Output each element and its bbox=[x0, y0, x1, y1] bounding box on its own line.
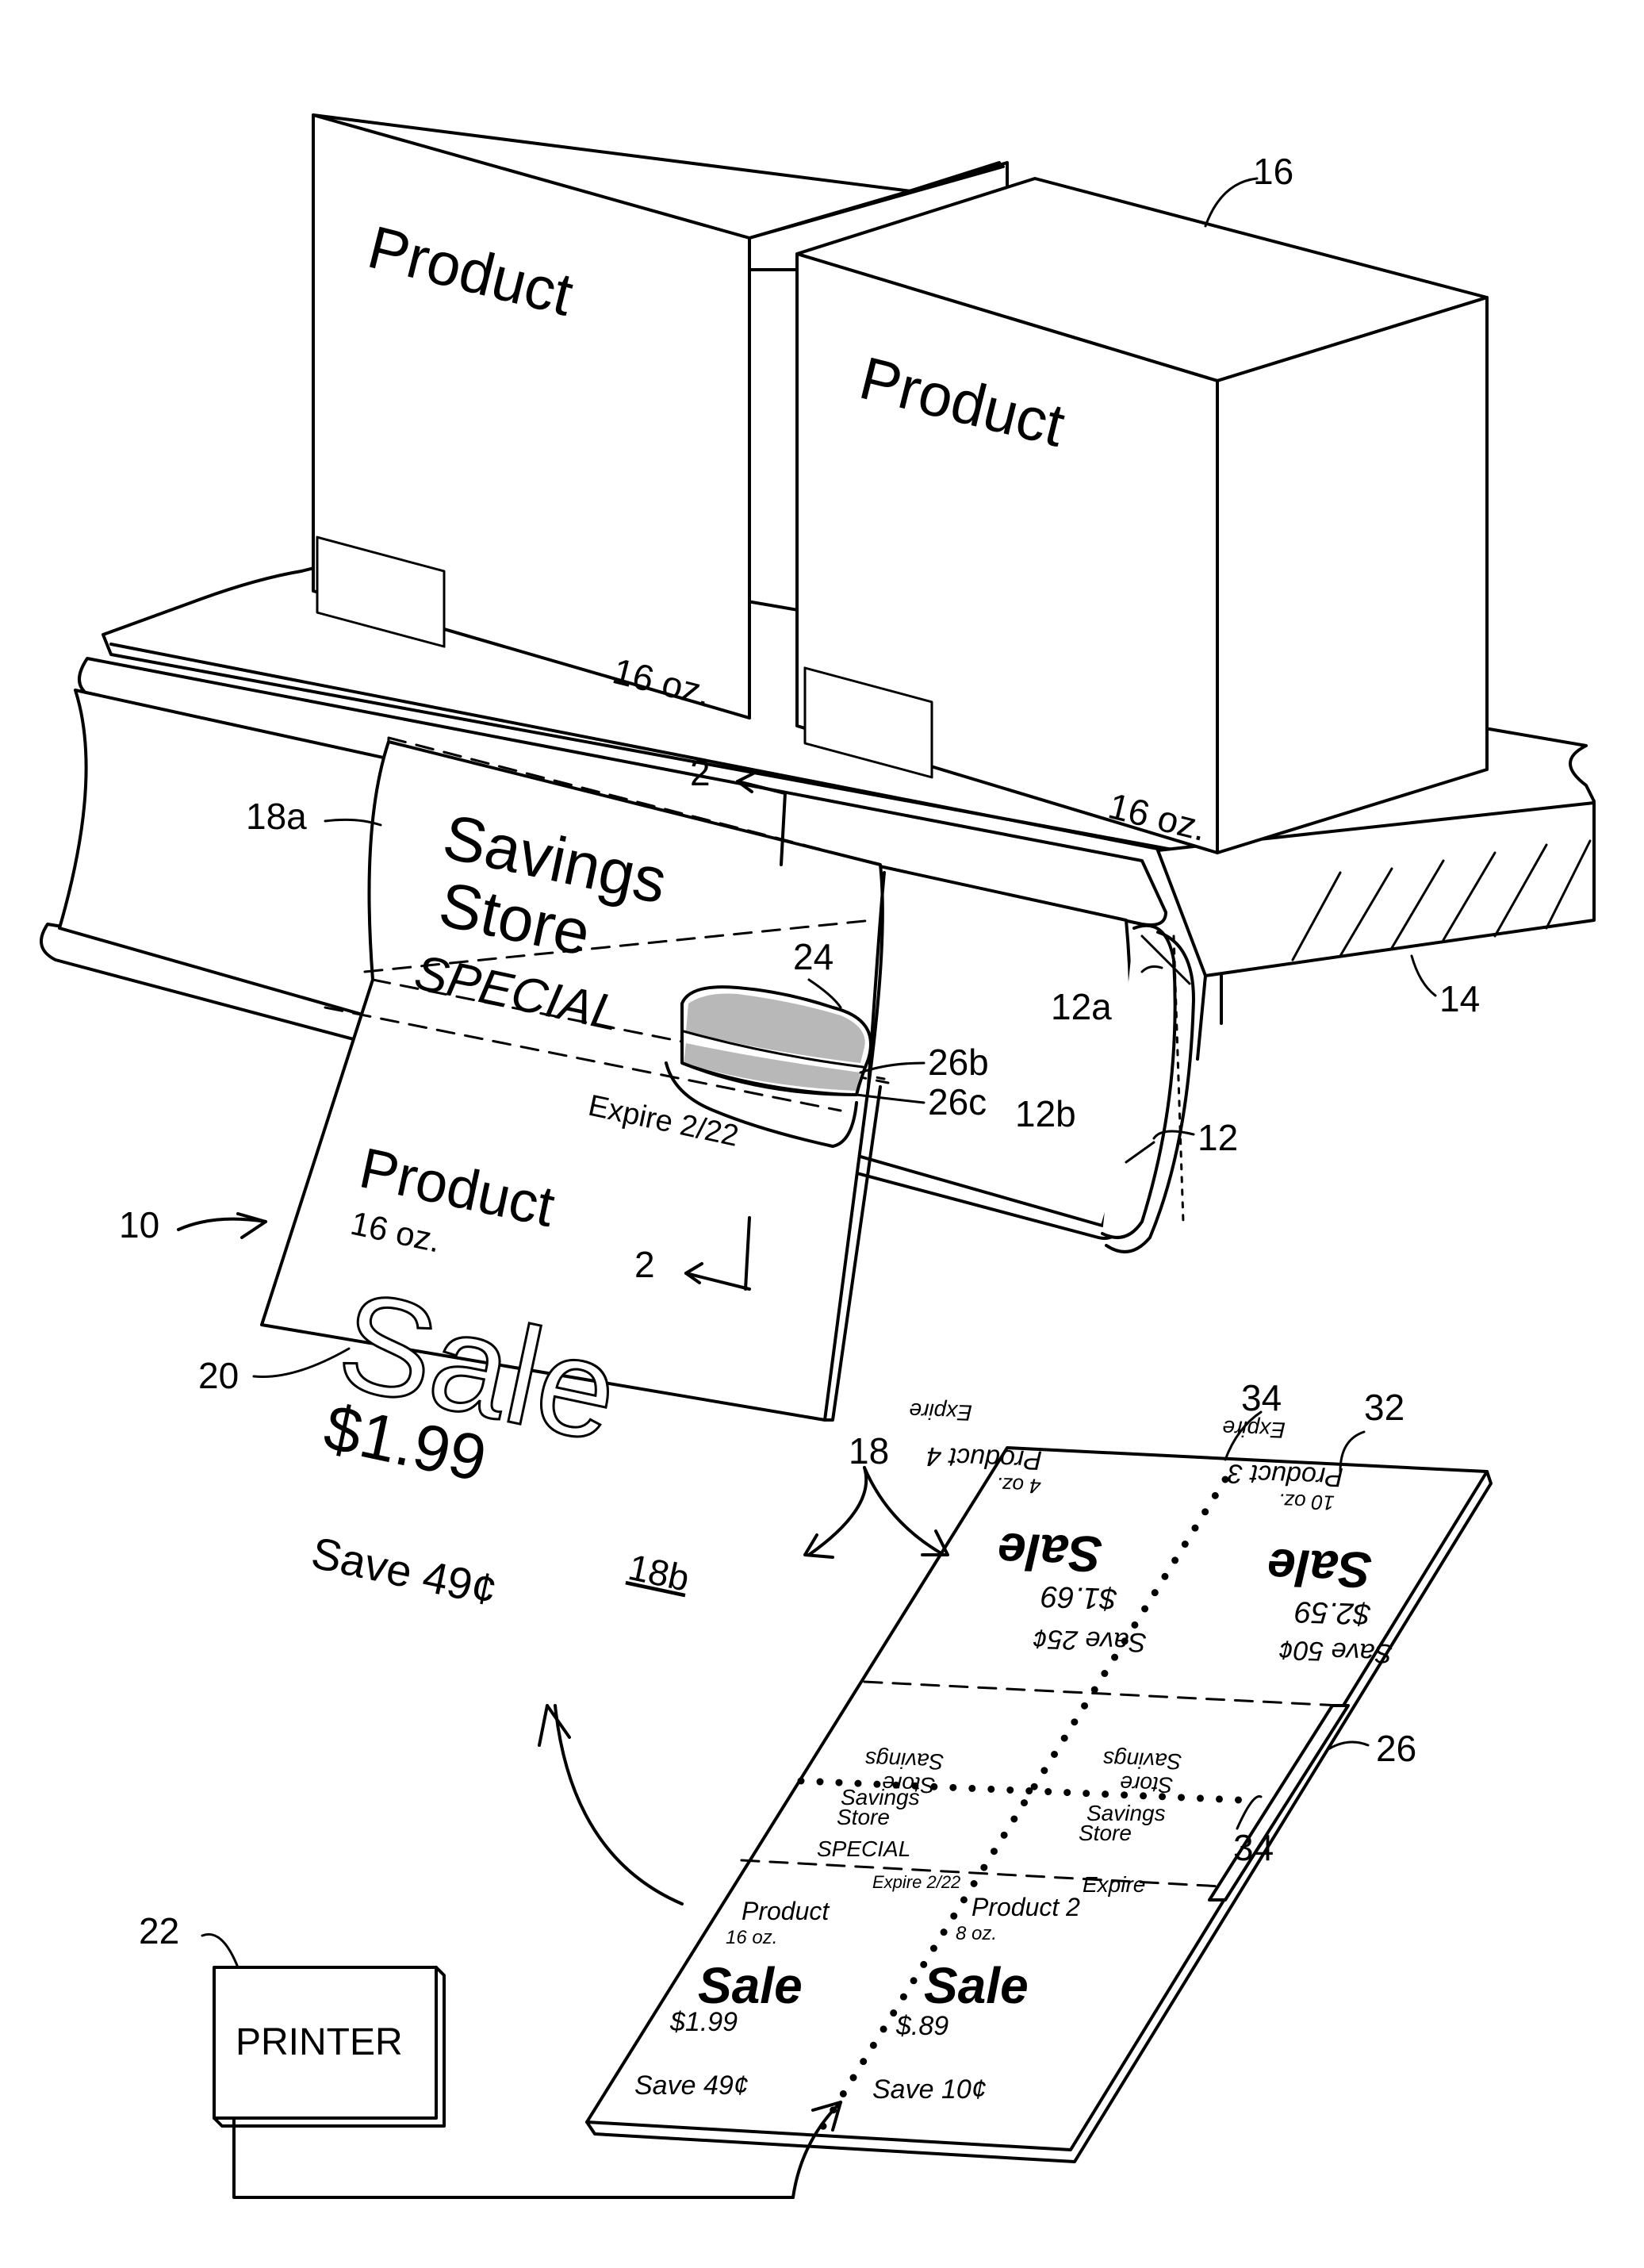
svg-text:Product 4: Product 4 bbox=[926, 1441, 1043, 1476]
svg-text:Sale: Sale bbox=[1267, 1538, 1373, 1599]
svg-text:Store: Store bbox=[837, 1805, 890, 1829]
svg-text:8 oz.: 8 oz. bbox=[956, 1923, 997, 1944]
label-sheet-32: Save 25¢ $1.69 Sale 4 oz. Product 4 Expi… bbox=[587, 1399, 1491, 2162]
ref-26c: 26c bbox=[928, 1081, 987, 1122]
svg-text:Expire: Expire bbox=[1222, 1416, 1286, 1443]
ref-2-bottom: 2 bbox=[634, 1244, 655, 1285]
product-box-right: Product 16 oz. bbox=[797, 178, 1487, 853]
svg-text:Expire 2/22: Expire 2/22 bbox=[872, 1872, 960, 1892]
svg-text:Sale: Sale bbox=[698, 1957, 803, 2014]
ref-14: 14 bbox=[1439, 978, 1480, 1019]
svg-text:$1.99: $1.99 bbox=[669, 2007, 738, 2037]
svg-text:Savings: Savings bbox=[864, 1747, 945, 1774]
svg-text:Store: Store bbox=[1120, 1771, 1174, 1798]
svg-text:Sale: Sale bbox=[997, 1522, 1103, 1583]
ref-34-top: 34 bbox=[1241, 1377, 1282, 1418]
ref-20: 20 bbox=[198, 1355, 239, 1396]
svg-text:4 oz.: 4 oz. bbox=[996, 1473, 1041, 1499]
svg-text:$.89: $.89 bbox=[895, 2011, 948, 2041]
svg-text:Savings: Savings bbox=[1102, 1747, 1182, 1774]
label-part-18b: 18b bbox=[625, 1546, 693, 1599]
svg-text:Expire: Expire bbox=[909, 1399, 972, 1426]
svg-text:10 oz.: 10 oz. bbox=[1278, 1489, 1335, 1514]
ref-34-bottom: 34 bbox=[1233, 1827, 1274, 1868]
svg-text:Expire: Expire bbox=[1083, 1872, 1145, 1897]
ref-18a: 18a bbox=[246, 796, 307, 837]
ref-10: 10 bbox=[119, 1204, 159, 1245]
svg-text:Store: Store bbox=[1079, 1821, 1132, 1845]
svg-text:Save 25¢: Save 25¢ bbox=[1033, 1623, 1148, 1657]
svg-text:16 oz.: 16 oz. bbox=[726, 1927, 777, 1948]
ref-22: 22 bbox=[139, 1910, 179, 1951]
ref-12: 12 bbox=[1198, 1117, 1238, 1158]
ref-12a: 12a bbox=[1051, 986, 1112, 1027]
svg-text:Product 2: Product 2 bbox=[971, 1893, 1080, 1921]
ref-18: 18 bbox=[849, 1430, 889, 1472]
printer-label: PRINTER bbox=[236, 2021, 403, 2063]
label-save: Save 49¢ bbox=[308, 1527, 502, 1615]
svg-text:$1.69: $1.69 bbox=[1040, 1579, 1118, 1615]
ref-26b: 26b bbox=[928, 1042, 989, 1083]
svg-text:Save 49¢: Save 49¢ bbox=[634, 2070, 749, 2101]
ref-2-top: 2 bbox=[690, 752, 711, 793]
svg-text:Product 3: Product 3 bbox=[1228, 1458, 1344, 1492]
ref-16: 16 bbox=[1253, 151, 1293, 192]
svg-text:$2.59: $2.59 bbox=[1294, 1595, 1372, 1630]
ref-26: 26 bbox=[1376, 1728, 1416, 1769]
ref-24: 24 bbox=[793, 936, 833, 977]
svg-text:Product: Product bbox=[742, 1897, 830, 1925]
svg-text:Save 10¢: Save 10¢ bbox=[872, 2074, 987, 2105]
svg-text:SPECIAL: SPECIAL bbox=[817, 1836, 910, 1861]
svg-text:Sale: Sale bbox=[924, 1957, 1029, 2014]
svg-text:Save 50¢: Save 50¢ bbox=[1278, 1634, 1393, 1668]
ref-32: 32 bbox=[1364, 1387, 1404, 1428]
ref-12b: 12b bbox=[1015, 1093, 1076, 1134]
